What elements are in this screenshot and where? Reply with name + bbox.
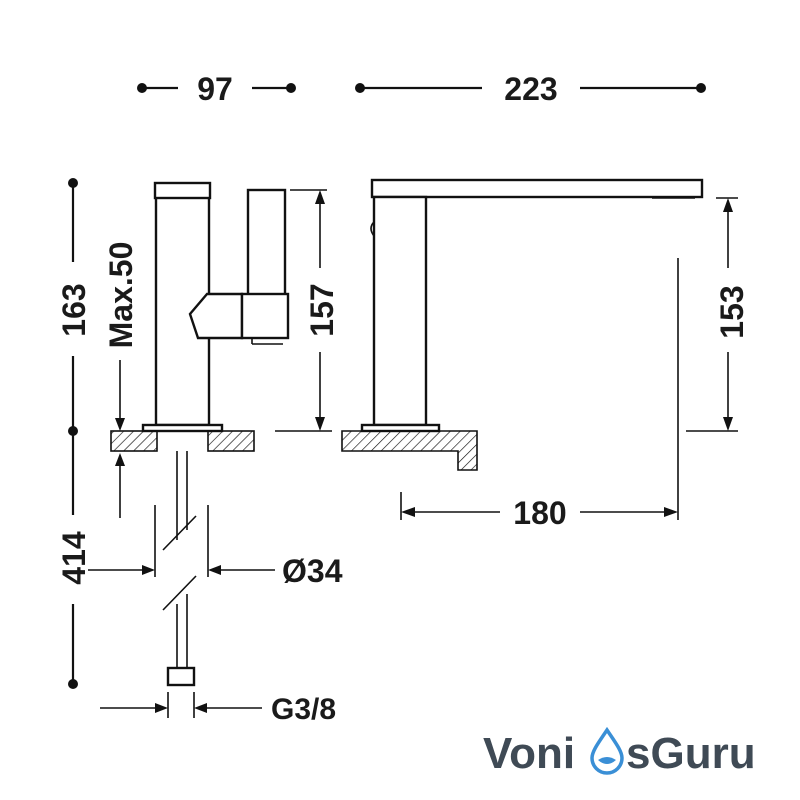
supply-hose	[154, 451, 209, 687]
dimension-label-153: 153	[714, 285, 750, 338]
dimension-label-max-50: Max.50	[103, 242, 139, 349]
dimension-label-diameter: Ø34	[282, 553, 343, 589]
dimension-label-thread: G3/8	[271, 693, 336, 726]
dimension-153: 153	[686, 197, 750, 432]
dimension-label-414: 414	[56, 531, 92, 585]
countertop-front	[110, 430, 255, 452]
dimension-max-50: Max.50	[103, 242, 139, 518]
dimension-label-157: 157	[304, 283, 340, 336]
brand-logo: Voni sGuru	[483, 726, 756, 778]
faucet-side-view	[360, 178, 704, 433]
dimension-label-180: 180	[513, 495, 566, 531]
dimension-label-223: 223	[504, 71, 557, 107]
countertop-side	[341, 430, 478, 471]
dimension-label-163: 163	[56, 283, 92, 336]
logo-text-left: Voni	[483, 729, 575, 778]
dimension-g38: G3/8	[100, 692, 336, 726]
dimension-157: 157	[275, 189, 340, 432]
dimension-223: 223	[355, 71, 706, 107]
logo-text-right: sGuru	[626, 729, 756, 778]
dimension-label-97: 97	[197, 71, 233, 107]
dimension-180: 180	[400, 258, 679, 531]
dimension-97: 97	[137, 71, 296, 107]
water-drop-icon	[590, 726, 624, 775]
dimension-left-axis: 163 414	[56, 178, 92, 689]
faucet-front-view	[141, 181, 290, 433]
dimension-diameter-34: Ø34	[88, 553, 343, 589]
